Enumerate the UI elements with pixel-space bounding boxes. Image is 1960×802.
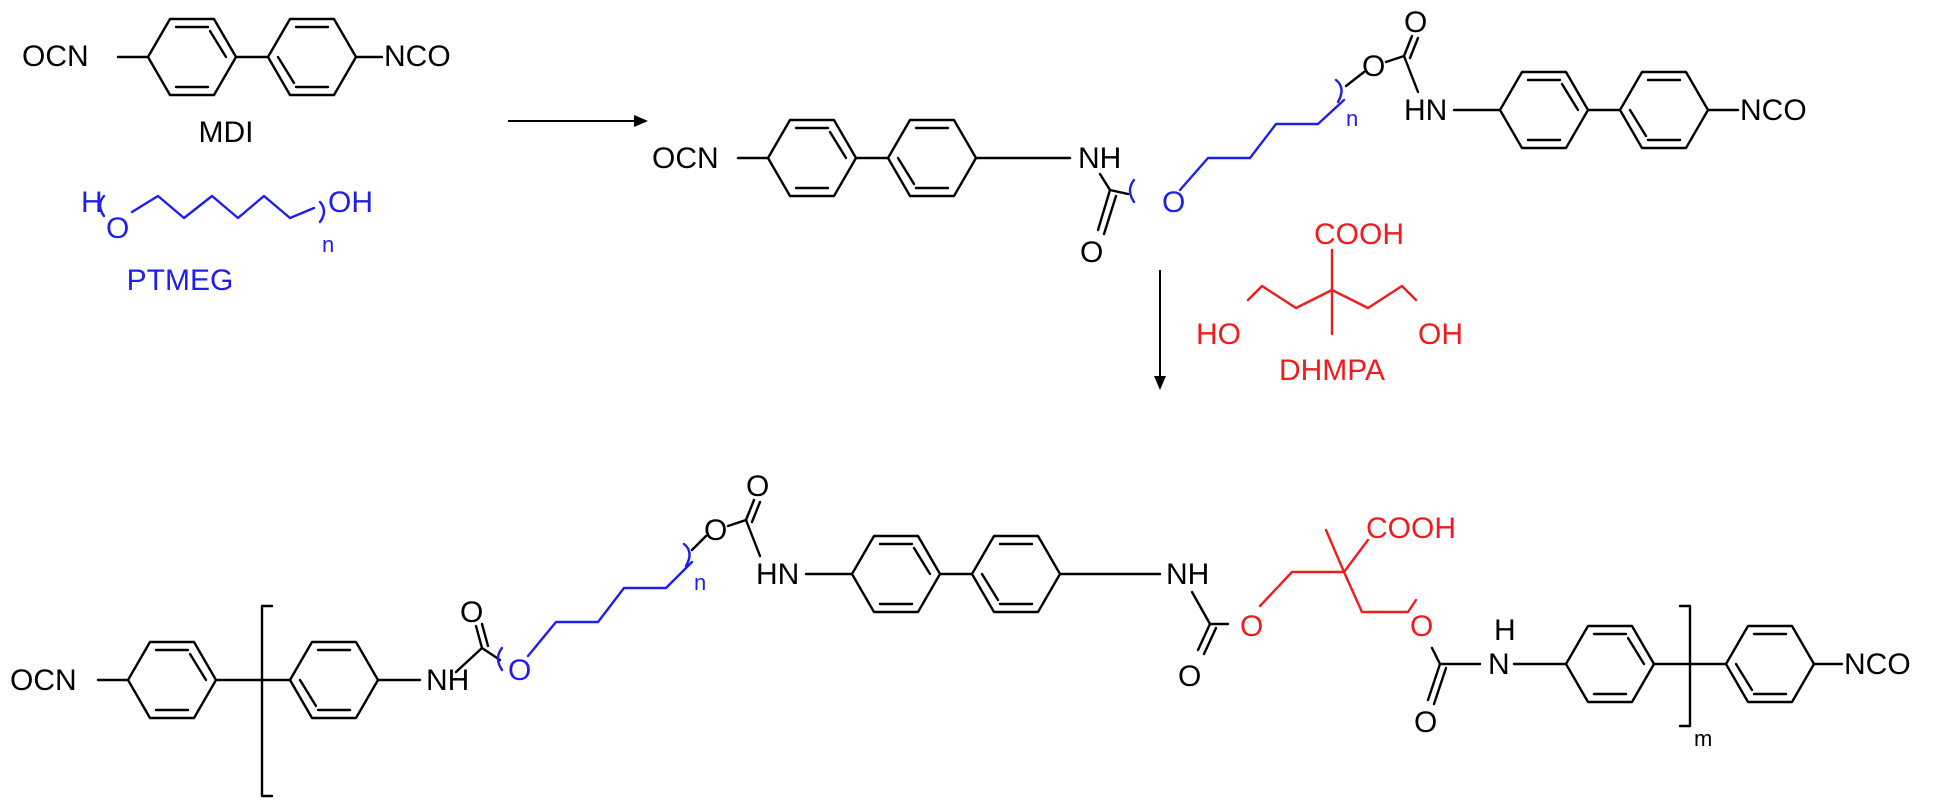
product-right-group: NCO xyxy=(1844,648,1911,681)
prepolymer-left-group: OCN xyxy=(652,142,719,175)
product-ether-o-1: O xyxy=(508,654,531,687)
product-ring-6 xyxy=(1724,624,1816,704)
ptmeg-h: H xyxy=(81,186,103,219)
mdi-ring-2 xyxy=(266,17,358,97)
mdi-left-group: OCN xyxy=(22,40,89,73)
prepolymer-right-group: NCO xyxy=(1740,94,1807,127)
prepolymer-structure: OCN NH O O n O O HN xyxy=(652,6,1807,269)
product-ester-o-2: O xyxy=(704,514,727,547)
product-ring-3 xyxy=(850,534,942,614)
product-left-group: OCN xyxy=(10,664,77,697)
prepolymer-carbonyl-o-top: O xyxy=(1404,6,1427,39)
dhmpa-structure: COOH HO OH DHMPA xyxy=(1196,218,1463,387)
mdi-structure: OCN NCO MDI xyxy=(22,17,451,149)
product-cooh: COOH xyxy=(1366,512,1456,545)
reaction-arrow-1 xyxy=(508,115,648,127)
product-carbonyl-o-4: O xyxy=(1414,706,1437,739)
product-ring-1 xyxy=(126,640,218,720)
ptmeg-oh: OH xyxy=(328,186,373,219)
product-repeat-n: n xyxy=(694,570,706,595)
product-ring-2 xyxy=(288,640,380,720)
product-n-4: N xyxy=(1488,648,1510,681)
prepolymer-ring-3 xyxy=(1498,70,1590,150)
product-ring-5 xyxy=(1564,624,1656,704)
prepolymer-ring-4 xyxy=(1618,70,1710,150)
product-h-4: H xyxy=(1494,614,1516,647)
product-structure: OCN NH O O n O O xyxy=(10,470,1911,798)
dhmpa-ho: HO xyxy=(1196,318,1241,351)
product-repeat-m: m xyxy=(1694,726,1712,751)
ptmeg-structure: H O OH n PTMEG xyxy=(81,186,373,297)
product-nh-1: NH xyxy=(426,664,469,697)
prepolymer-ring-2 xyxy=(886,118,978,198)
prepolymer-ring-1 xyxy=(766,118,858,198)
dhmpa-cooh: COOH xyxy=(1314,218,1404,251)
product-o-3: O xyxy=(1240,610,1263,643)
product-bracket-left xyxy=(260,604,274,798)
prepolymer-ester-o: O xyxy=(1362,50,1385,83)
product-hn-2: HN xyxy=(756,558,799,591)
dhmpa-label: DHMPA xyxy=(1279,354,1385,387)
prepolymer-carbonyl-o-left: O xyxy=(1080,236,1103,269)
ptmeg-o: O xyxy=(106,212,129,245)
product-nh-3: NH xyxy=(1166,558,1209,591)
product-ring-4 xyxy=(970,534,1062,614)
ptmeg-repeat-n: n xyxy=(322,232,334,257)
ptmeg-label: PTMEG xyxy=(127,264,234,297)
mdi-right-group: NCO xyxy=(384,40,451,73)
product-o-4: O xyxy=(1410,610,1433,643)
product-carbonyl-o-2: O xyxy=(746,470,769,503)
prepolymer-ether-o: O xyxy=(1162,186,1185,219)
prepolymer-repeat-n: n xyxy=(1346,106,1358,131)
product-carbonyl-o-3: O xyxy=(1178,660,1201,693)
prepolymer-nh-left: NH xyxy=(1078,142,1121,175)
dhmpa-oh: OH xyxy=(1418,318,1463,351)
mdi-ring-1 xyxy=(146,17,238,97)
reaction-arrow-2 xyxy=(1154,270,1166,390)
product-carbonyl-o-1: O xyxy=(460,596,483,629)
product-bracket-right xyxy=(1678,604,1692,728)
mdi-label: MDI xyxy=(199,116,254,149)
prepolymer-hn-right: HN xyxy=(1404,94,1447,127)
